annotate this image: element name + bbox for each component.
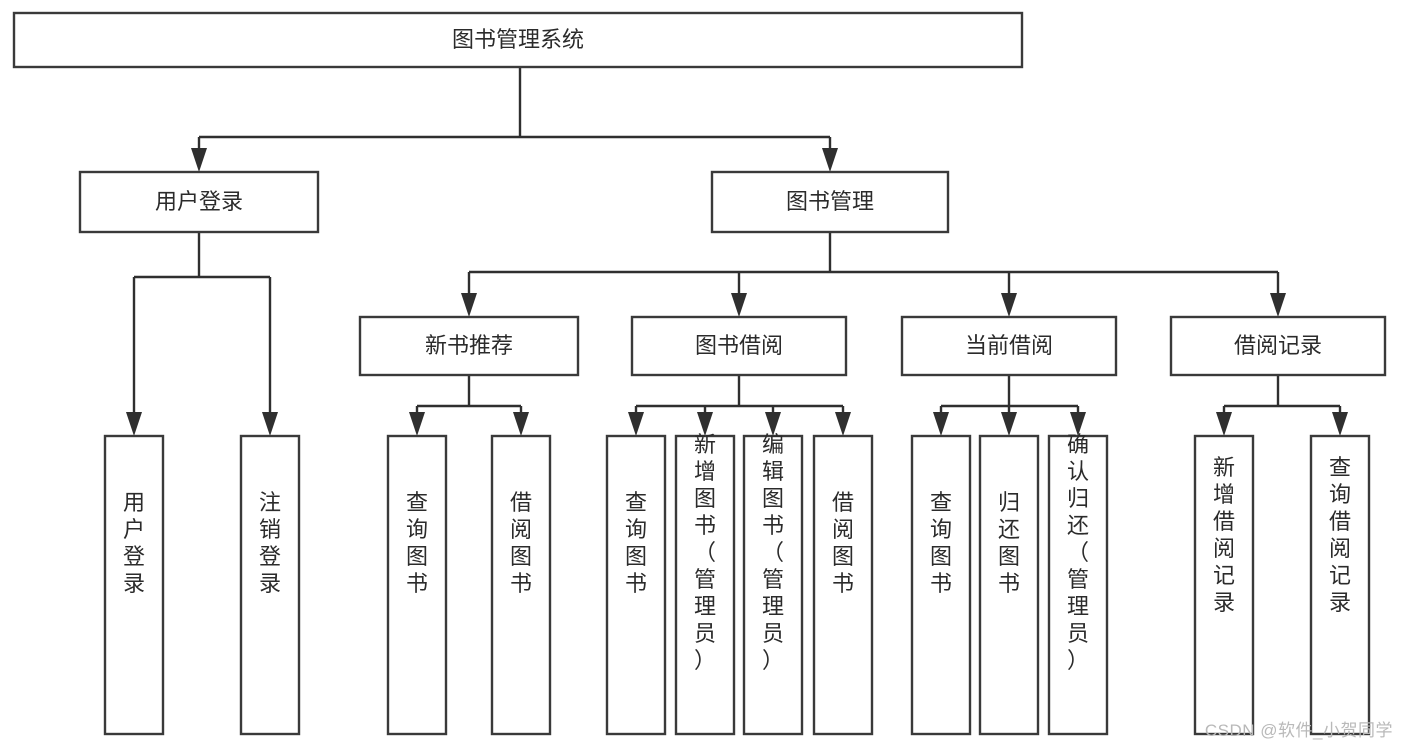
leaf-book-borrow-2[interactable]: 新增图书（管理员）: [674, 432, 736, 736]
leaf-book-borrow-3[interactable]: 编辑图书（管理员）: [742, 432, 804, 736]
leaf-book-borrow-1[interactable]: 查询图书: [605, 434, 667, 736]
new-book-recommend-box[interactable]: [358, 315, 580, 377]
current-borrow-label: 当前借阅: [965, 333, 1053, 358]
arrow-user-login-leaf-1: [126, 412, 142, 436]
arrow-borrow-record-leaf-2: [1332, 412, 1348, 436]
node-book-borrow[interactable]: 图书借阅: [630, 315, 848, 377]
leaf-box[interactable]: [103, 434, 165, 736]
new-book-recommend-label: 新书推荐: [425, 333, 513, 358]
leaf-user-login-2[interactable]: 注销登录: [239, 434, 301, 736]
arrow-current-borrow-leaf-1: [933, 412, 949, 436]
arrow-new-book-leaf-2: [513, 412, 529, 436]
leaf-box[interactable]: [978, 434, 1040, 736]
arrow-book-borrow-leaf-2: [697, 412, 713, 436]
leaf-box[interactable]: [1047, 434, 1109, 736]
leaf-label: 归还图书: [998, 490, 1020, 596]
leaf-label: 查询图书: [930, 490, 952, 596]
leaf-label: 查询借阅记录: [1329, 455, 1351, 615]
leaf-label: 借阅图书: [510, 490, 532, 596]
leaf-box[interactable]: [674, 434, 736, 736]
node-new-book-recommend[interactable]: 新书推荐: [358, 315, 580, 377]
leaf-box[interactable]: [812, 434, 874, 736]
arrow-to-book-borrow: [731, 293, 747, 317]
leaf-borrow-record-2[interactable]: 查询借阅记录: [1309, 434, 1371, 736]
leaf-box[interactable]: [605, 434, 667, 736]
arrow-root-to-user-login: [191, 148, 207, 172]
node-book-management[interactable]: 图书管理: [710, 170, 950, 234]
node-borrow-record[interactable]: 借阅记录: [1169, 315, 1387, 377]
arrow-book-borrow-leaf-4: [835, 412, 851, 436]
arrow-to-new-book-recommend: [461, 293, 477, 317]
arrow-user-login-leaf-2: [262, 412, 278, 436]
arrow-book-borrow-leaf-3: [765, 412, 781, 436]
arrow-to-current-borrow: [1001, 293, 1017, 317]
book-management-label: 图书管理: [786, 189, 874, 214]
leaf-box[interactable]: [386, 434, 448, 736]
leaf-label: 查询图书: [625, 490, 647, 596]
leaf-label: 确认归还（管理员）: [1067, 432, 1089, 673]
connector-layer: [126, 67, 1348, 436]
arrow-root-to-book-manage: [822, 148, 838, 172]
book-management-box[interactable]: [710, 170, 950, 234]
leaf-label: 新增借阅记录: [1213, 455, 1235, 615]
user-login-box[interactable]: [78, 170, 320, 234]
leaf-book-borrow-4[interactable]: 借阅图书: [812, 434, 874, 736]
leaf-label: 查询图书: [406, 490, 428, 596]
user-login-label: 用户登录: [155, 189, 243, 214]
leaf-label: 编辑图书（管理员）: [762, 432, 784, 673]
node-user-login[interactable]: 用户登录: [78, 170, 320, 234]
leaf-label: 注销登录: [259, 490, 281, 596]
leaf-box[interactable]: [1309, 434, 1371, 736]
arrow-to-borrow-record: [1270, 293, 1286, 317]
leaf-current-borrow-2[interactable]: 归还图书: [978, 434, 1040, 736]
leaf-label: 用户登录: [123, 490, 145, 596]
leaf-box[interactable]: [490, 434, 552, 736]
arrow-borrow-record-leaf-1: [1216, 412, 1232, 436]
leaf-label: 新增图书（管理员）: [694, 432, 716, 673]
leaf-current-borrow-3[interactable]: 确认归还（管理员）: [1047, 432, 1109, 736]
leaf-label: 借阅图书: [832, 490, 854, 596]
leaf-new-book-recommend-2[interactable]: 借阅图书: [490, 434, 552, 736]
current-borrow-box[interactable]: [900, 315, 1118, 377]
leaf-box[interactable]: [742, 434, 804, 736]
book-borrow-label: 图书借阅: [695, 333, 783, 358]
root-box[interactable]: [12, 11, 1024, 69]
root-label: 图书管理系统: [452, 27, 584, 52]
node-root-book-management-system[interactable]: 图书管理系统: [12, 11, 1024, 69]
leaf-user-login-1[interactable]: 用户登录: [103, 434, 165, 736]
leaf-new-book-recommend-1[interactable]: 查询图书: [386, 434, 448, 736]
leaf-box[interactable]: [239, 434, 301, 736]
arrow-current-borrow-leaf-2: [1001, 412, 1017, 436]
book-borrow-box[interactable]: [630, 315, 848, 377]
node-current-borrow[interactable]: 当前借阅: [900, 315, 1118, 377]
leaf-current-borrow-1[interactable]: 查询图书: [910, 434, 972, 736]
borrow-record-box[interactable]: [1169, 315, 1387, 377]
arrow-book-borrow-leaf-1: [628, 412, 644, 436]
leaf-box[interactable]: [1193, 434, 1255, 736]
leaf-box[interactable]: [910, 434, 972, 736]
leaf-borrow-record-1[interactable]: 新增借阅记录: [1193, 434, 1255, 736]
arrow-current-borrow-leaf-3: [1070, 412, 1086, 436]
arrow-new-book-leaf-1: [409, 412, 425, 436]
borrow-record-label: 借阅记录: [1234, 333, 1322, 358]
